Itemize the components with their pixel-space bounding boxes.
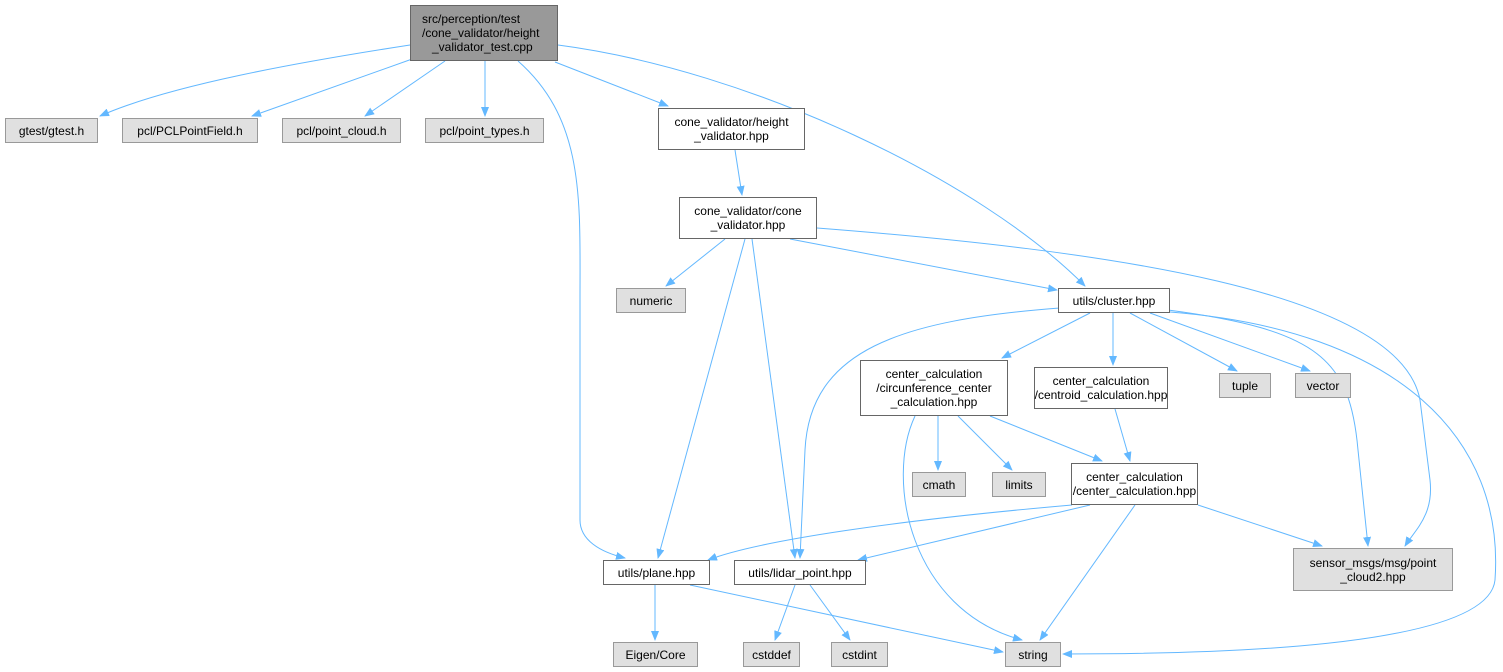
- node-label-line: /circunference_center: [876, 381, 992, 395]
- edge-center-to-lidar: [857, 504, 1091, 562]
- edge-cluster-to-lidar: [796, 307, 1061, 559]
- edge-cluster-to-string: [1062, 311, 1497, 658]
- edge-root-to-plane: [517, 60, 626, 560]
- node-limits[interactable]: limits: [992, 472, 1046, 497]
- node-cmath[interactable]: cmath: [912, 472, 966, 497]
- edge-cluster-to-circ: [1001, 312, 1091, 359]
- node-label-line: cone_validator/cone: [694, 204, 802, 218]
- node-centroid-calculation-hpp[interactable]: center_calculation /centroid_calculation…: [1034, 367, 1168, 409]
- edge-center-to-plane: [707, 504, 1073, 561]
- node-center-calculation-hpp[interactable]: center_calculation /center_calculation.h…: [1071, 463, 1198, 505]
- node-label-line: src/perception/test: [422, 12, 521, 26]
- edge-cone_validator-to-numeric: [665, 238, 726, 287]
- edge-height_validator-to-cone_validator: [734, 149, 745, 196]
- node-string[interactable]: string: [1005, 642, 1061, 667]
- node-cone-validator-hpp[interactable]: cone_validator/cone _validator.hpp: [679, 197, 817, 239]
- node-label-line: /center_calculation.hpp: [1072, 484, 1197, 498]
- node-label-line: center_calculation: [1052, 374, 1150, 388]
- node-tuple[interactable]: tuple: [1219, 373, 1271, 398]
- edge-centroid-to-center: [1114, 408, 1132, 462]
- node-label-line: _validator_test.cpp: [432, 40, 533, 54]
- node-point-cloud2-hpp[interactable]: sensor_msgs/msg/point _cloud2.hpp: [1293, 548, 1453, 591]
- node-vector[interactable]: vector: [1295, 373, 1351, 398]
- node-numeric[interactable]: numeric: [616, 288, 686, 313]
- node-pcl-pointfield[interactable]: pcl/PCLPointField.h: [122, 118, 258, 143]
- edge-root-to-height_validator: [554, 61, 669, 107]
- node-label-line: sensor_msgs/msg/point: [1309, 555, 1437, 570]
- edge-cone_validator-to-pc2: [816, 227, 1432, 547]
- edge-lidar-to-cstdint: [809, 584, 851, 641]
- edge-root-to-pcl_field: [251, 57, 416, 117]
- node-label-line: _cloud2.hpp: [1340, 569, 1406, 584]
- node-label-line: cone_validator/height: [674, 115, 789, 129]
- node-label-line: center_calculation: [885, 367, 983, 381]
- edge-circ-to-string: [902, 415, 1023, 642]
- node-cstdint[interactable]: cstdint: [831, 642, 888, 667]
- edge-center-to-string: [1039, 504, 1136, 641]
- edge-root-to-gtest: [99, 44, 411, 117]
- edge-circ-to-limits: [957, 415, 1013, 471]
- edge-center-to-pc2: [1197, 504, 1323, 547]
- node-pcl-point-types[interactable]: pcl/point_types.h: [425, 118, 544, 143]
- node-pcl-point-cloud[interactable]: pcl/point_cloud.h: [282, 118, 401, 143]
- edge-root-to-pcl_cloud: [364, 60, 446, 117]
- node-height-validator-hpp[interactable]: cone_validator/height _validator.hpp: [658, 108, 805, 150]
- edge-cluster-to-tuple: [1129, 312, 1238, 372]
- node-label-line: _validator.hpp: [710, 218, 786, 232]
- node-label-line: /centroid_calculation.hpp: [1034, 388, 1168, 402]
- node-eigen-core[interactable]: Eigen/Core: [613, 642, 698, 667]
- edge-circ-to-center: [989, 415, 1103, 462]
- node-gtest[interactable]: gtest/gtest.h: [5, 118, 98, 143]
- node-plane-hpp[interactable]: utils/plane.hpp: [603, 560, 710, 585]
- edge-cluster-to-vector: [1149, 312, 1311, 372]
- node-label-line: _calculation.hpp: [890, 395, 978, 409]
- node-label-line: _validator.hpp: [694, 129, 769, 143]
- node-label-line: center_calculation: [1086, 470, 1183, 484]
- node-label-line: /cone_validator/height: [422, 26, 540, 40]
- edge-cluster-to-pc2: [1167, 309, 1372, 547]
- edge-cone_validator-to-lidar: [751, 238, 798, 559]
- node-cluster-hpp[interactable]: utils/cluster.hpp: [1058, 288, 1170, 313]
- edge-cone_validator-to-plane: [656, 238, 746, 559]
- node-root-height-validator-test-cpp[interactable]: src/perception/test /cone_validator/heig…: [410, 5, 558, 61]
- edge-lidar-to-cstddef: [774, 584, 796, 641]
- edge-root-to-cluster: [557, 44, 1086, 287]
- edge-cone_validator-to-cluster: [789, 238, 1058, 293]
- node-lidar-point-hpp[interactable]: utils/lidar_point.hpp: [734, 560, 866, 585]
- node-cstddef[interactable]: cstddef: [743, 642, 800, 667]
- node-circunference-center-calculation-hpp[interactable]: center_calculation /circunference_center…: [860, 360, 1008, 416]
- edge-plane-to-string: [689, 584, 1004, 655]
